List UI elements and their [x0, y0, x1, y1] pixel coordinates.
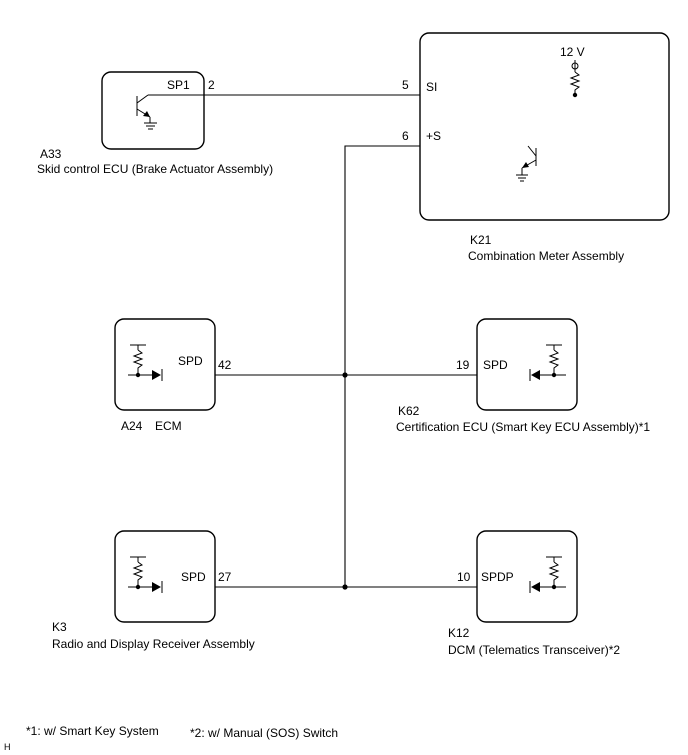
k12-pin-number: 10: [457, 570, 471, 584]
a33-skid-control-ecu: SP1 2 A33 Skid control ECU (Brake Actuat…: [37, 71, 273, 176]
a24-ecm: SPD 42 A24 ECM: [114, 318, 232, 433]
a33-box: [101, 71, 205, 150]
k12-terminal-label: SPDP: [481, 570, 514, 584]
k21-box: [419, 32, 670, 221]
k62-pullup-diode-icon: [529, 344, 566, 381]
k3-name: Radio and Display Receiver Assembly: [52, 637, 255, 651]
k12-name: DCM (Telematics Transceiver)*2: [448, 643, 620, 657]
a33-transistor-icon: [136, 94, 204, 130]
k3-code: K3: [52, 620, 67, 634]
k21-voltage-label: 12 V: [560, 45, 585, 59]
k21-pin-si: 5: [402, 78, 409, 92]
a24-code: A24: [121, 419, 143, 433]
a24-box: [114, 318, 216, 411]
k3-pullup-diode-icon: [128, 556, 163, 593]
k62-pin-number: 19: [456, 358, 470, 372]
a33-code: A33: [40, 147, 62, 161]
k21-pullup-resistor-icon: [569, 60, 581, 98]
k12-code: K12: [448, 626, 470, 640]
k12-dcm: SPDP 10 K12 DCM (Telematics Transceiver)…: [448, 530, 620, 657]
k21-name: Combination Meter Assembly: [468, 249, 624, 263]
k62-code: K62: [398, 404, 420, 418]
a24-terminal-label: SPD: [178, 354, 203, 368]
a24-name: ECM: [155, 419, 182, 433]
k3-terminal-label: SPD: [181, 570, 206, 584]
a33-pin-number: 2: [208, 78, 215, 92]
k12-pullup-diode-icon: [529, 556, 566, 593]
k21-terminal-plus-s: +S: [426, 129, 441, 143]
corner-mark: H: [4, 742, 11, 752]
a33-terminal-label: SP1: [167, 78, 190, 92]
a24-pin-number: 42: [218, 358, 232, 372]
k21-code: K21: [470, 233, 492, 247]
junction-dot-lower: [342, 584, 348, 590]
k12-box: [476, 530, 578, 623]
footnote-smart-key: *1: w/ Smart Key System: [26, 724, 159, 738]
k62-terminal-label: SPD: [483, 358, 508, 372]
k3-box: [114, 530, 216, 623]
footnote-sos-switch: *2: w/ Manual (SOS) Switch: [190, 726, 338, 740]
junction-dot-upper: [342, 372, 348, 378]
k21-terminal-si: SI: [426, 80, 437, 94]
a33-name: Skid control ECU (Brake Actuator Assembl…: [37, 162, 273, 176]
k62-name: Certification ECU (Smart Key ECU Assembl…: [396, 420, 650, 434]
k21-transistor-icon: [516, 145, 537, 182]
k62-certification-ecu: SPD 19 K62 Certification ECU (Smart Key …: [396, 318, 650, 434]
k3-radio-display-receiver: SPD 27 K3 Radio and Display Receiver Ass…: [52, 530, 255, 651]
k21-combination-meter: 12 V 5 SI 6 +S K21 Combination Meter Ass…: [402, 32, 670, 263]
k3-pin-number: 27: [218, 570, 232, 584]
a24-pullup-diode-icon: [128, 344, 163, 381]
k21-pin-plus-s: 6: [402, 129, 409, 143]
k62-box: [476, 318, 578, 411]
